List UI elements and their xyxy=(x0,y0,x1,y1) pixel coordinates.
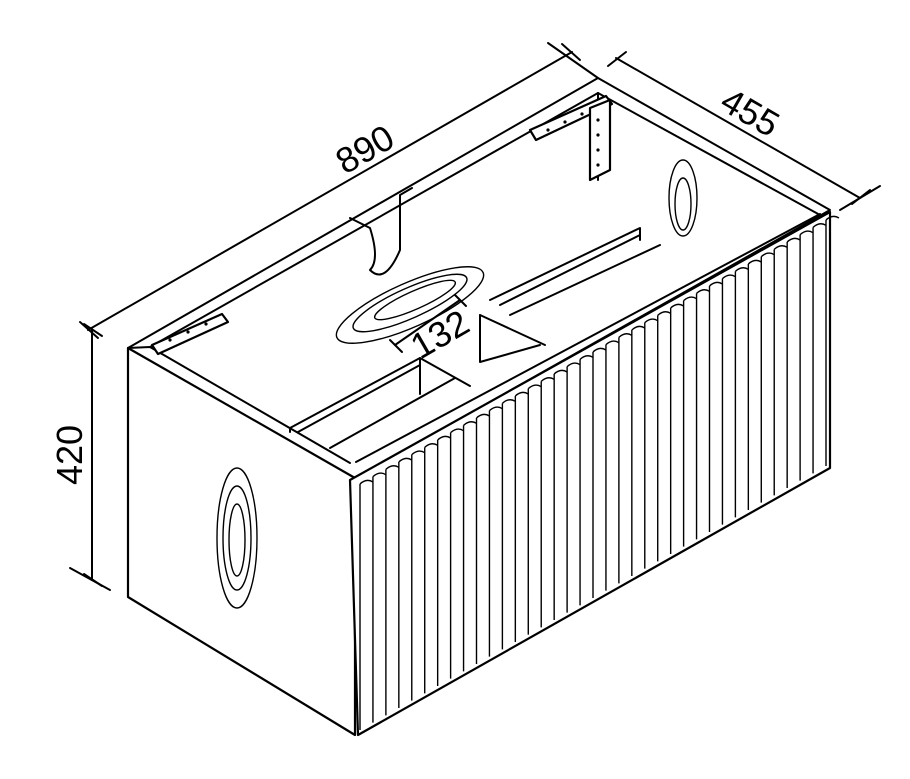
flute-cap xyxy=(657,311,672,316)
front-flutes xyxy=(359,215,840,730)
flute-cap xyxy=(488,406,503,412)
flute-cap xyxy=(812,223,827,228)
flute-cap xyxy=(734,267,749,272)
label-width: 890 xyxy=(329,116,402,182)
flute-cap xyxy=(786,237,801,243)
flute-cap xyxy=(501,399,516,404)
grain-swirl-side xyxy=(216,467,258,609)
flute-cap xyxy=(398,457,413,463)
grain-swirl-top xyxy=(335,266,485,344)
dimension-height: 420 xyxy=(49,323,111,591)
wall-bracket-left xyxy=(150,312,230,356)
label-height: 420 xyxy=(49,425,90,485)
flute-cap xyxy=(579,355,594,360)
flute-cap xyxy=(463,421,477,426)
flute-cap xyxy=(760,252,775,258)
flute-cap xyxy=(799,230,814,236)
dimension-depth: 455 xyxy=(607,51,881,211)
flute-cap xyxy=(385,465,400,470)
flute-cap xyxy=(450,428,464,434)
wall-bracket-right xyxy=(528,94,614,182)
flute-cap xyxy=(553,369,568,375)
flute-cap xyxy=(514,391,529,397)
flute-cap xyxy=(773,245,788,250)
flute-cap xyxy=(372,472,387,478)
dimension-gap: 132 xyxy=(389,294,477,367)
flute-cap xyxy=(605,340,620,346)
flute-cap xyxy=(618,333,633,338)
flute-cap xyxy=(592,347,607,353)
front-fluted-panel xyxy=(348,210,832,737)
flute-cap xyxy=(359,479,374,485)
flute-cap xyxy=(527,384,542,390)
flute-cap xyxy=(683,296,697,302)
inner-drawer-divider xyxy=(289,227,661,449)
flute-cap xyxy=(747,259,762,265)
flute-cap xyxy=(631,325,646,331)
flute-cap xyxy=(540,377,555,382)
flute-cap xyxy=(670,303,684,309)
label-depth: 455 xyxy=(714,79,787,145)
flute-cap xyxy=(696,289,710,294)
flute-cap xyxy=(721,274,736,280)
flute-cap xyxy=(566,362,581,368)
left-side-panel xyxy=(126,346,357,737)
flute-cap xyxy=(411,450,426,456)
flute-cap xyxy=(709,281,723,287)
flute-cap xyxy=(424,443,439,448)
grain-swirl-back xyxy=(668,159,698,237)
flute-cap xyxy=(437,435,451,441)
plumbing-cutout xyxy=(349,187,413,276)
flute-cap xyxy=(825,215,840,221)
flute-cap xyxy=(644,318,659,324)
flute-cap xyxy=(476,413,490,419)
label-gap: 132 xyxy=(404,301,477,367)
